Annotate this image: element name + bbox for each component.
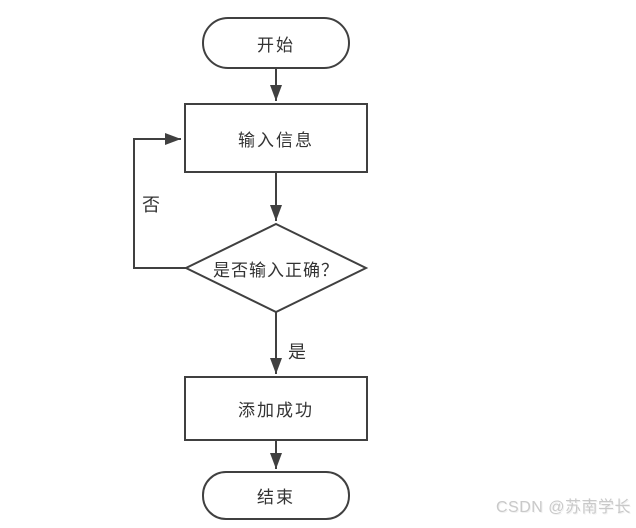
- node-start-shape: [202, 17, 350, 69]
- edge-label-no: 否: [142, 195, 160, 215]
- node-end-shape: [202, 471, 350, 520]
- node-input-label: 输入信息: [238, 130, 314, 150]
- csdn-watermark: CSDN @苏南学长: [495, 499, 631, 516]
- node-decision-label: 是否输入正确？: [213, 260, 339, 280]
- node-start-label: 开始: [257, 35, 295, 55]
- node-success-label: 添加成功: [238, 401, 314, 420]
- node-end-label: 结束: [257, 488, 295, 507]
- edge-decision-no-loop: [133, 133, 186, 269]
- node-decision-shape: [183, 222, 369, 314]
- edge-label-yes: 是: [288, 342, 306, 362]
- node-input-shape: [184, 103, 368, 173]
- node-success-shape: [184, 376, 368, 441]
